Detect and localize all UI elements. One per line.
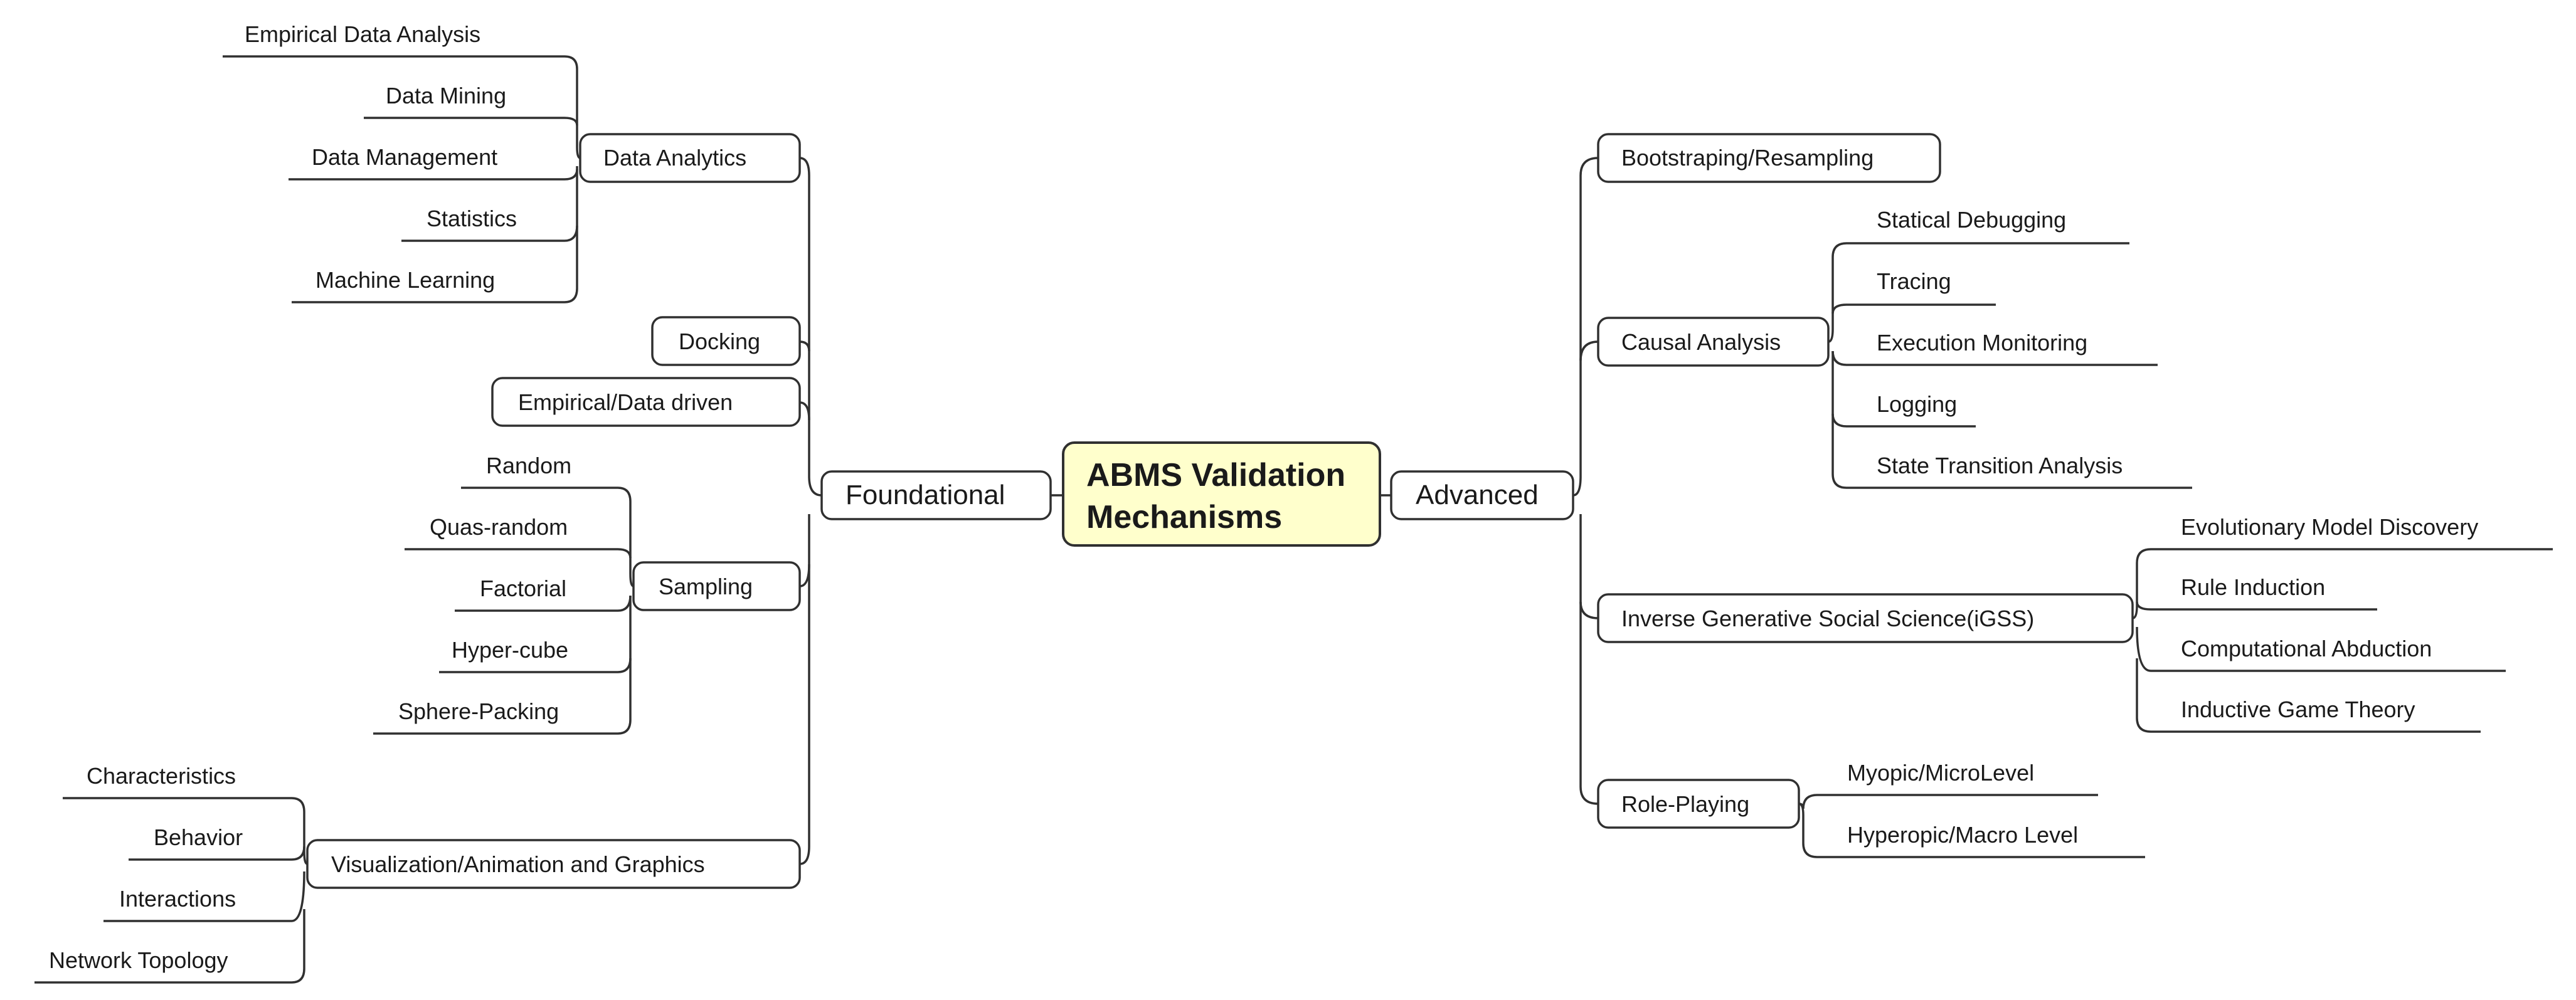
leaf-myopic-microlevel[interactable]: Myopic/MicroLevel xyxy=(1847,760,2034,786)
leaf-behavior[interactable]: Behavior xyxy=(154,824,243,850)
node-bootstrapping[interactable]: Bootstraping/Resampling xyxy=(1597,133,1941,183)
leaf-logging[interactable]: Logging xyxy=(1877,391,1957,417)
role-playing-label: Role-Playing xyxy=(1621,791,1749,817)
leaf-machine-learning[interactable]: Machine Learning xyxy=(315,267,495,293)
leaf-network-topology[interactable]: Network Topology xyxy=(49,947,228,973)
node-docking[interactable]: Docking xyxy=(651,316,801,366)
branch-foundational[interactable]: Foundational xyxy=(820,470,1052,520)
leaf-sphere-packing[interactable]: Sphere-Packing xyxy=(398,698,559,724)
leaf-execution-monitoring[interactable]: Execution Monitoring xyxy=(1877,330,2087,355)
leaf-data-management[interactable]: Data Management xyxy=(312,144,497,170)
leaf-random[interactable]: Random xyxy=(486,453,571,478)
leaf-tracing[interactable]: Tracing xyxy=(1877,268,1951,294)
node-causal-analysis[interactable]: Causal Analysis xyxy=(1597,317,1830,367)
node-sampling[interactable]: Sampling xyxy=(632,561,801,611)
node-visualization[interactable]: Visualization/Animation and Graphics xyxy=(306,839,801,889)
connectors xyxy=(34,55,2553,984)
igss-label: Inverse Generative Social Science(iGSS) xyxy=(1621,606,2034,631)
leaf-computational-abduction[interactable]: Computational Abduction xyxy=(2181,636,2432,661)
node-empirical-data-driven[interactable]: Empirical/Data driven xyxy=(491,377,801,427)
leaf-interactions[interactable]: Interactions xyxy=(119,886,236,912)
data-analytics-children: Empirical Data Analysis Data Mining Data… xyxy=(245,21,517,293)
leaf-data-mining[interactable]: Data Mining xyxy=(386,83,506,108)
visualization-label: Visualization/Animation and Graphics xyxy=(331,851,705,877)
root-title-line1: ABMS Validation xyxy=(1086,457,1345,493)
leaf-rule-induction[interactable]: Rule Induction xyxy=(2181,574,2325,600)
node-role-playing[interactable]: Role-Playing xyxy=(1597,779,1800,829)
sampling-children: Random Quas-random Factorial Hyper-cube … xyxy=(398,453,571,724)
advanced-label: Advanced xyxy=(1416,480,1539,510)
leaf-inductive-game-theory[interactable]: Inductive Game Theory xyxy=(2181,697,2415,722)
leaf-state-transition-analysis[interactable]: State Transition Analysis xyxy=(1877,453,2123,478)
leaf-statistics[interactable]: Statistics xyxy=(427,206,517,231)
docking-label: Docking xyxy=(679,329,760,354)
leaf-evolutionary-model-discovery[interactable]: Evolutionary Model Discovery xyxy=(2181,514,2478,540)
leaf-statical-debugging[interactable]: Statical Debugging xyxy=(1877,207,2066,233)
role-playing-children: Myopic/MicroLevel Hyperopic/Macro Level xyxy=(1847,760,2078,848)
igss-children: Evolutionary Model Discovery Rule Induct… xyxy=(2181,514,2478,722)
data-analytics-label: Data Analytics xyxy=(603,145,746,171)
root-node[interactable]: ABMS Validation Mechanisms xyxy=(1062,441,1381,547)
node-igss[interactable]: Inverse Generative Social Science(iGSS) xyxy=(1597,593,2134,643)
visualization-children: Characteristics Behavior Interactions Ne… xyxy=(49,763,243,973)
branch-advanced[interactable]: Advanced xyxy=(1390,470,1574,520)
node-data-analytics[interactable]: Data Analytics xyxy=(579,133,801,183)
causal-analysis-label: Causal Analysis xyxy=(1621,329,1781,355)
leaf-hyper-cube[interactable]: Hyper-cube xyxy=(452,637,568,663)
leaf-characteristics[interactable]: Characteristics xyxy=(87,763,236,789)
sampling-label: Sampling xyxy=(659,574,753,599)
causal-analysis-children: Statical Debugging Tracing Execution Mon… xyxy=(1877,207,2123,478)
leaf-factorial[interactable]: Factorial xyxy=(480,576,566,601)
leaf-quas-random[interactable]: Quas-random xyxy=(430,514,568,540)
bootstrapping-label: Bootstraping/Resampling xyxy=(1621,145,1874,171)
leaf-hyperopic-macro-level[interactable]: Hyperopic/Macro Level xyxy=(1847,822,2078,848)
leaf-empirical-data-analysis[interactable]: Empirical Data Analysis xyxy=(245,21,480,47)
empirical-data-driven-label: Empirical/Data driven xyxy=(518,389,733,415)
root-title-line2: Mechanisms xyxy=(1086,499,1282,535)
foundational-label: Foundational xyxy=(845,480,1005,510)
